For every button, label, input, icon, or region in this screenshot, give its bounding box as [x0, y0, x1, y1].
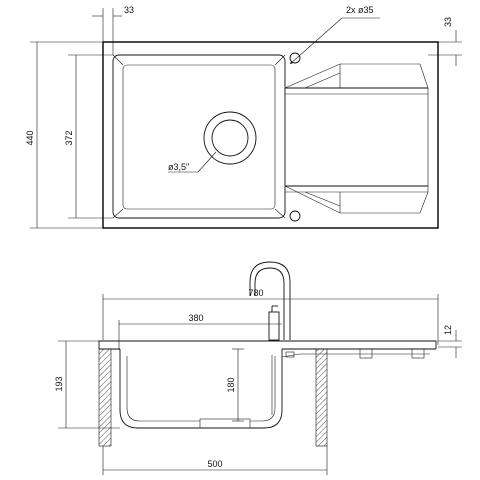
dim-label: 440: [25, 130, 35, 145]
dim-label: 33: [443, 17, 453, 27]
dim-780: 780: [102, 288, 439, 345]
sink-outline: [102, 41, 439, 229]
dim-33-top: 33: [92, 5, 134, 55]
sink-rim: [98, 340, 437, 359]
top-view: 33 2x ø35 33 440 372: [25, 5, 462, 229]
dim-label: 12: [443, 325, 453, 335]
dim-372: 372: [64, 54, 113, 219]
dim-193: 193: [54, 340, 120, 429]
side-view: 780 380 12: [54, 261, 462, 475]
dim-label: 193: [54, 376, 64, 391]
dim-380: 380: [118, 313, 282, 350]
drainer-board: [284, 63, 429, 214]
dim-180: 180: [226, 348, 244, 422]
dim-440: 440: [25, 41, 103, 229]
dim-label: ø3,5": [168, 162, 189, 172]
cabinet-wall-left: [98, 348, 112, 447]
dim-label: 180: [226, 377, 236, 392]
bowl-inner: [122, 64, 276, 210]
drain-outer: [203, 111, 257, 165]
dim-label: 33: [124, 5, 134, 15]
bowl-profile: [119, 349, 283, 429]
cabinet-wall-right: [315, 348, 328, 447]
dim-label: 372: [64, 130, 74, 145]
dim-holes: 2x ø35: [289, 5, 380, 65]
faucet: [249, 261, 291, 341]
bowl-outer: [112, 54, 286, 219]
dim-500: 500: [102, 446, 328, 475]
dim-label: 780: [248, 288, 263, 298]
dim-drain: ø3,5": [168, 151, 217, 173]
dim-12: 12: [438, 325, 462, 358]
dim-label: 380: [188, 313, 203, 323]
tap-hole-bottom: [289, 210, 301, 222]
tap-hole-top: [289, 52, 301, 64]
drain-inner: [211, 119, 249, 157]
dim-label: 500: [207, 459, 222, 469]
dim-label: 2x ø35: [346, 5, 374, 15]
dim-33-right: 33: [428, 17, 462, 66]
